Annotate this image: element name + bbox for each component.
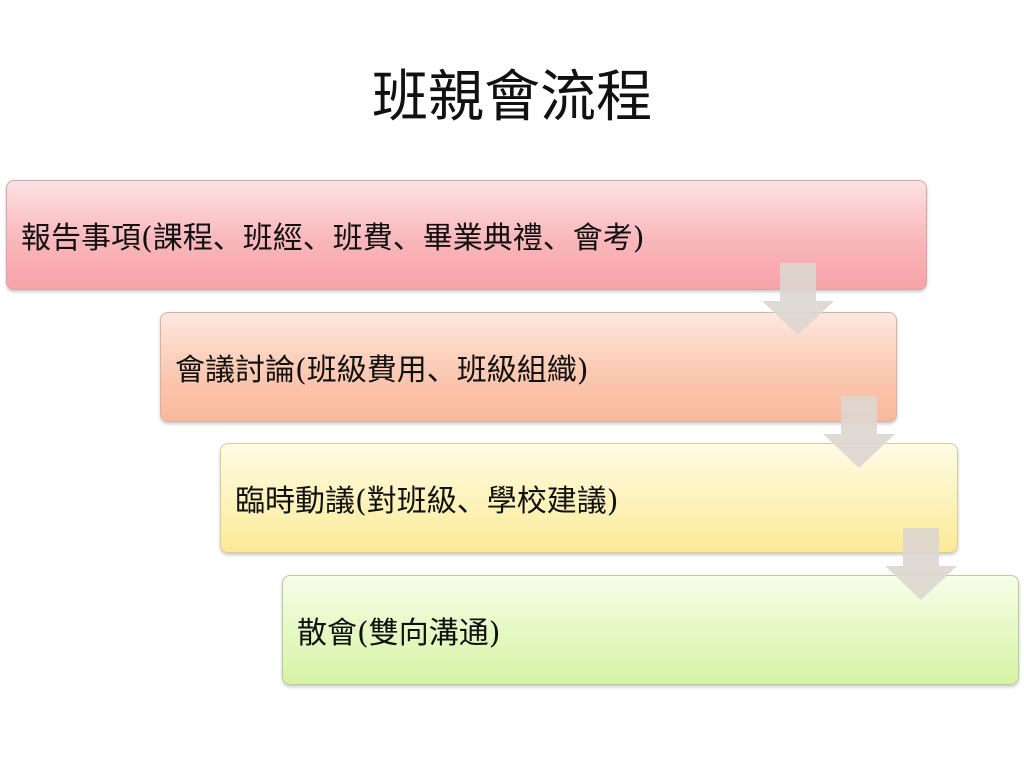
process-step-1-label: 報告事項(課程、班經、班費、畢業典禮、會考)	[21, 221, 645, 256]
process-step-2: 會議討論(班級費用、班級組織)	[160, 312, 897, 422]
slide-title: 班親會流程	[372, 65, 652, 130]
process-step-2-label: 會議討論(班級費用、班級組織)	[175, 353, 589, 388]
process-step-4: 散會(雙向溝通)	[282, 575, 1019, 685]
process-step-1: 報告事項(課程、班經、班費、畢業典禮、會考)	[6, 180, 927, 290]
process-step-4-label: 散會(雙向溝通)	[297, 616, 501, 651]
process-step-3: 臨時動議(對班級、學校建議)	[220, 443, 958, 553]
down-arrow-icon	[762, 263, 834, 335]
down-arrow-icon	[823, 396, 895, 468]
down-arrow-icon	[885, 528, 957, 600]
process-step-3-label: 臨時動議(對班級、學校建議)	[235, 484, 619, 519]
